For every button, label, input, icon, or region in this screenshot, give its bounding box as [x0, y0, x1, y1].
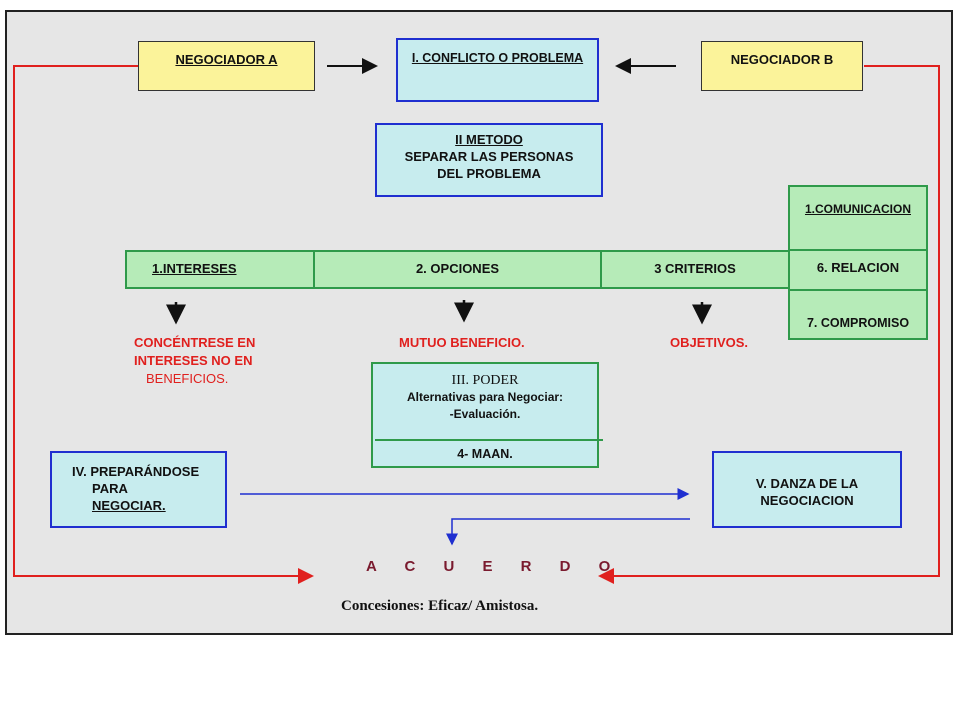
poder-line2: -Evaluación.: [449, 407, 521, 421]
conflict-label: I. CONFLICTO O PROBLEMA: [411, 51, 584, 65]
preparando-box: IV. PREPARÁNDOSE PARA NEGOCIAR.: [50, 451, 227, 528]
poder-line1: Alternativas para Negociar:: [406, 390, 564, 404]
note-intereses: CONCÉNTRESE EN INTERESES NO EN BENEFICIO…: [134, 334, 255, 388]
note-criterios: OBJETIVOS.: [670, 335, 749, 350]
acuerdo-label: A C U E R D O: [366, 558, 623, 575]
side-compromiso: 7. COMPROMISO: [788, 289, 928, 340]
negotiator-a-box: NEGOCIADOR A: [138, 41, 315, 91]
negotiator-a-label: NEGOCIADOR A: [175, 52, 278, 67]
side-relacion: 6. RELACION: [788, 249, 928, 291]
method-title: II METODO: [455, 132, 523, 147]
opciones-label: 2. OPCIONES: [415, 261, 500, 276]
note-intereses-line1: CONCÉNTRESE EN: [134, 335, 256, 350]
compromiso-label: 7. COMPROMISO: [806, 316, 910, 330]
row-criterios: 3 CRITERIOS: [600, 250, 790, 289]
conflict-box: I. CONFLICTO O PROBLEMA: [396, 38, 599, 102]
maan-label: 4- MAAN.: [457, 447, 513, 461]
intereses-label: 1.INTERESES: [152, 261, 237, 276]
comunicacion-label: 1.COMUNICACION: [804, 202, 911, 216]
preparando-line3: NEGOCIAR.: [92, 498, 166, 513]
negotiator-b-label: NEGOCIADOR B: [730, 52, 834, 67]
preparando-line2: PARA: [92, 481, 128, 496]
criterios-label: 3 CRITERIOS: [654, 261, 736, 276]
note-intereses-line3: BENEFICIOS.: [146, 371, 229, 386]
method-line2: DEL PROBLEMA: [437, 166, 541, 181]
method-box: II METODO SEPARAR LAS PERSONAS DEL PROBL…: [375, 123, 603, 197]
arrow-danza-to-acuerdo: [446, 518, 690, 546]
danza-line2: NEGOCIACION: [760, 493, 854, 508]
poder-box: III. PODER Alternativas para Negociar: -…: [371, 362, 603, 468]
concesiones-label: Concesiones: Eficaz/ Amistosa.: [341, 598, 539, 614]
row-intereses: 1.INTERESES: [125, 250, 315, 289]
note-intereses-line2: INTERESES NO EN: [134, 353, 253, 368]
danza-box: V. DANZA DE LA NEGOCIACION: [712, 451, 902, 528]
row-opciones: 2. OPCIONES: [313, 250, 602, 289]
relacion-label: 6. RELACION: [816, 260, 900, 275]
red-loop-left: [13, 65, 314, 584]
danza-line1: V. DANZA DE LA: [755, 476, 859, 491]
poder-divider: [375, 439, 603, 441]
poder-title: III. PODER: [451, 373, 519, 388]
preparando-line1: IV. PREPARÁNDOSE: [72, 464, 200, 479]
side-comunicacion: 1.COMUNICACION: [788, 185, 928, 251]
method-line1: SEPARAR LAS PERSONAS: [404, 149, 574, 164]
negotiator-b-box: NEGOCIADOR B: [701, 41, 863, 91]
red-loop-right: [598, 65, 940, 584]
note-opciones: MUTUO BENEFICIO.: [399, 335, 525, 350]
